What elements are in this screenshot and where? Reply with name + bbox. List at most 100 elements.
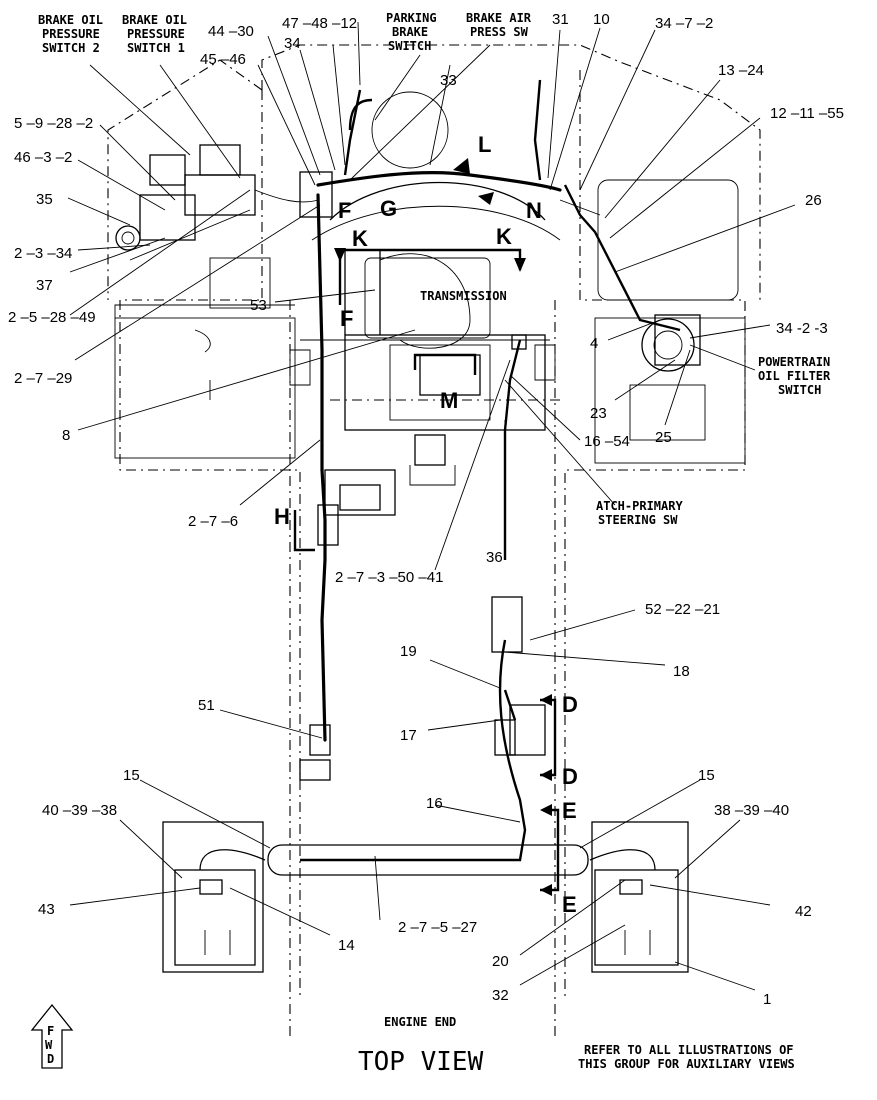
component-labels: BRAKE OIL PRESSURE SWITCH 2 BRAKE OIL PR… xyxy=(38,11,831,1077)
powertrain-filter xyxy=(641,314,701,372)
arrow-heads xyxy=(334,158,552,896)
callout-35: 35 xyxy=(36,191,53,208)
callout-34-2-3: 34 -2 -3 xyxy=(776,320,828,337)
label-top-view: TOP VIEW xyxy=(358,1047,484,1077)
callout-33: 33 xyxy=(440,72,457,89)
callout-47-48-12: 47 –48 –12 xyxy=(282,15,357,32)
callout-10: 10 xyxy=(593,11,610,28)
view-letter-l: L xyxy=(478,132,491,157)
view-letter-e-top: E xyxy=(562,798,577,823)
callout-20: 20 xyxy=(492,953,509,970)
view-letter-f-mid: F xyxy=(340,306,353,331)
machine-outline xyxy=(107,44,761,1040)
callout-38-39-40: 38 –39 –40 xyxy=(714,802,789,819)
callout-43: 43 xyxy=(38,901,55,918)
callout-34-top: 34 xyxy=(284,35,301,52)
label-atch-steering-l2: STEERING SW xyxy=(598,513,678,527)
callout-37: 37 xyxy=(36,277,53,294)
callout-1: 1 xyxy=(763,991,771,1008)
left-switch-cluster xyxy=(115,144,333,251)
callout-2-3-34: 2 –3 –34 xyxy=(14,245,72,262)
label-powertrain-l2: OIL FILTER xyxy=(758,369,831,383)
label-powertrain-l3: SWITCH xyxy=(778,383,821,397)
label-atch-steering-l1: ATCH-PRIMARY xyxy=(596,499,683,513)
label-brake-oil-sw1-l1: BRAKE OIL xyxy=(122,13,187,27)
mid-connectors xyxy=(289,334,556,546)
callout-26: 26 xyxy=(805,192,822,209)
label-brake-oil-sw1-l2: PRESSURE xyxy=(127,27,185,41)
callout-51: 51 xyxy=(198,697,215,714)
callout-23: 23 xyxy=(590,405,607,422)
callout-19: 19 xyxy=(400,643,417,660)
view-letter-f-top: F xyxy=(338,198,351,223)
callout-14: 14 xyxy=(338,937,355,954)
callout-34-7-2: 34 –7 –2 xyxy=(655,15,713,32)
callout-31: 31 xyxy=(552,11,569,28)
callout-18: 18 xyxy=(673,663,690,680)
callout-15-left: 15 xyxy=(123,767,140,784)
refer-note-l1: REFER TO ALL ILLUSTRATIONS OF xyxy=(584,1043,794,1057)
view-letter-e-bottom: E xyxy=(562,892,577,917)
label-brake-oil-sw2-l3: SWITCH 2 xyxy=(42,41,100,55)
cab-arch xyxy=(329,181,546,221)
callout-42: 42 xyxy=(795,903,812,920)
callout-40-39-38: 40 –39 –38 xyxy=(42,802,117,819)
callout-2-7-6: 2 –7 –6 xyxy=(188,513,238,530)
view-letters: L F G N K K F M H D D E E xyxy=(274,132,578,917)
callout-36: 36 xyxy=(486,549,503,566)
callout-17: 17 xyxy=(400,727,417,744)
callout-25: 25 xyxy=(655,429,672,446)
callout-numbers: 44 –30 47 –48 –12 34 45 –46 31 10 34 –7 … xyxy=(8,11,844,1008)
callout-52-22-21: 52 –22 –21 xyxy=(645,601,720,618)
callout-2-5-28-49: 2 –5 –28 –49 xyxy=(8,309,96,326)
view-letter-k-left: K xyxy=(352,226,368,251)
label-powertrain-l1: POWERTRAIN xyxy=(758,355,830,369)
view-letter-k-right: K xyxy=(496,224,512,249)
label-parking-brake-l1: PARKING xyxy=(386,11,437,25)
callout-12-11-55: 12 –11 –55 xyxy=(770,105,844,122)
callout-44-30: 44 –30 xyxy=(208,23,254,40)
label-transmission: TRANSMISSION xyxy=(420,289,507,303)
label-brake-air-l1: BRAKE AIR xyxy=(466,11,532,25)
fwd-letter-f: F xyxy=(47,1024,54,1038)
label-brake-oil-sw2-l1: BRAKE OIL xyxy=(38,13,103,27)
callout-45-46: 45 –46 xyxy=(200,51,246,68)
callout-2-7-29: 2 –7 –29 xyxy=(14,370,72,387)
label-parking-brake-l2: BRAKE xyxy=(392,25,428,39)
leader-lines xyxy=(67,21,796,991)
fwd-letter-d: D xyxy=(47,1052,54,1066)
view-letter-m: M xyxy=(440,388,458,413)
fan-circle xyxy=(371,91,449,169)
callout-13-24: 13 –24 xyxy=(718,62,764,79)
view-letter-d-top: D xyxy=(562,692,578,717)
view-letter-h: H xyxy=(274,504,290,529)
view-letter-n: N xyxy=(526,198,542,223)
callout-16-54: 16 –54 xyxy=(584,433,630,450)
fwd-letter-w: W xyxy=(45,1038,53,1052)
callout-2-7-3-50-41: 2 –7 –3 –50 –41 xyxy=(335,569,443,586)
view-letter-g: G xyxy=(380,196,397,221)
callout-2-7-5-27: 2 –7 –5 –27 xyxy=(398,919,477,936)
callout-53: 53 xyxy=(250,297,267,314)
callout-8: 8 xyxy=(62,427,70,444)
callout-16: 16 xyxy=(426,795,443,812)
callout-32: 32 xyxy=(492,987,509,1004)
callout-4: 4 xyxy=(590,335,598,352)
callout-5-9-28-2: 5 –9 –28 –2 xyxy=(14,115,93,132)
label-parking-brake-l3: SWITCH xyxy=(388,39,431,53)
main-harness xyxy=(300,79,681,862)
fwd-arrow-icon: F W D xyxy=(30,1003,74,1069)
label-brake-oil-sw2-l2: PRESSURE xyxy=(42,27,100,41)
left-frame-block xyxy=(114,209,296,459)
callout-46-3-2: 46 –3 –2 xyxy=(14,149,72,166)
label-brake-oil-sw1-l3: SWITCH 1 xyxy=(127,41,185,55)
refer-note-l2: THIS GROUP FOR AUXILIARY VIEWS xyxy=(578,1057,795,1071)
view-letter-d-bottom: D xyxy=(562,764,578,789)
engine-end-area xyxy=(162,596,689,973)
callout-15-right: 15 xyxy=(698,767,715,784)
label-brake-air-l2: PRESS SW xyxy=(470,25,529,39)
right-frame-block xyxy=(559,179,746,464)
label-engine-end: ENGINE END xyxy=(384,1015,456,1029)
